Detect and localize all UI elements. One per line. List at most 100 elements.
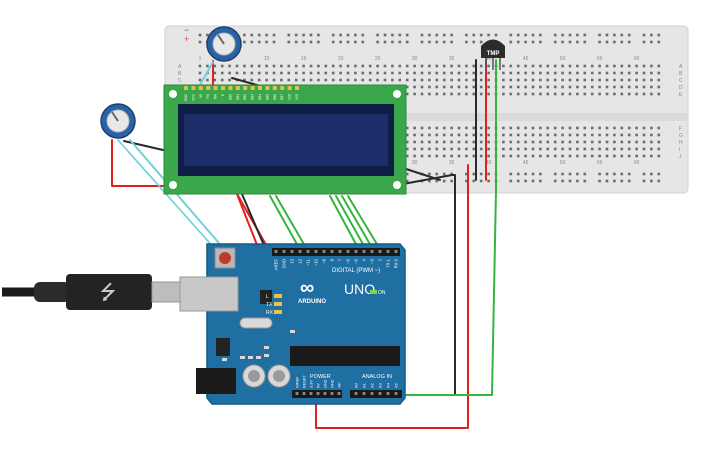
breadboard-hole bbox=[516, 179, 520, 183]
breadboard-hole bbox=[502, 85, 505, 89]
breadboard-hole bbox=[657, 92, 661, 96]
breadboard-hole bbox=[650, 172, 653, 176]
breadboard-hole bbox=[568, 147, 572, 151]
breadboard-hole bbox=[287, 64, 291, 68]
breadboard-hole bbox=[442, 179, 446, 183]
breadboard-hole bbox=[228, 71, 231, 75]
usb-cable[interactable]: ⭍ bbox=[2, 274, 183, 310]
row-letter: B bbox=[178, 71, 182, 77]
breadboard-hole bbox=[398, 78, 402, 82]
breadboard-hole bbox=[583, 147, 587, 151]
breadboard-hole bbox=[576, 147, 579, 151]
breadboard-hole bbox=[450, 147, 453, 151]
wire-green-2[interactable] bbox=[275, 195, 306, 247]
wire-black-lcd-rail[interactable] bbox=[402, 167, 441, 181]
column-number: 50 bbox=[560, 160, 566, 166]
arduino-power-jack[interactable] bbox=[196, 368, 236, 394]
wire-green-6[interactable] bbox=[347, 195, 379, 247]
usb-plug-body bbox=[66, 274, 152, 310]
breadboard-hole bbox=[605, 92, 609, 96]
wire-black-gnd-breadboard[interactable] bbox=[402, 174, 456, 396]
breadboard-hole bbox=[487, 172, 490, 176]
breadboard-hole bbox=[561, 71, 564, 75]
breadboard-hole bbox=[354, 71, 357, 75]
breadboard-hole bbox=[339, 33, 342, 37]
wire-red-pot-left[interactable] bbox=[111, 139, 164, 187]
breadboard-hole bbox=[509, 179, 513, 183]
arduino-usb-port[interactable] bbox=[179, 276, 239, 312]
breadboard-hole bbox=[598, 33, 601, 37]
usb-connector bbox=[151, 281, 183, 303]
breadboard-hole bbox=[413, 126, 416, 130]
wire-green-4[interactable] bbox=[335, 195, 365, 247]
wire-green-tmp-a0[interactable] bbox=[404, 59, 497, 396]
wire-green-5[interactable] bbox=[341, 195, 372, 247]
breadboard-hole bbox=[516, 172, 520, 176]
breadboard-hole bbox=[398, 40, 402, 44]
potentiometer-left[interactable] bbox=[100, 103, 136, 139]
breadboard-hole bbox=[479, 64, 483, 68]
breadboard-hole bbox=[524, 172, 527, 176]
breadboard-hole bbox=[487, 71, 490, 75]
power-pin-label: IOREF bbox=[296, 376, 300, 388]
breadboard-hole bbox=[598, 147, 601, 151]
breadboard-hole bbox=[346, 71, 350, 75]
arduino-analog-header[interactable] bbox=[350, 390, 402, 398]
breadboard-hole bbox=[317, 40, 320, 44]
breadboard-hole bbox=[198, 71, 202, 75]
wire-black-pot-left[interactable] bbox=[123, 140, 164, 151]
lcd-pin-label: VCC bbox=[191, 93, 195, 100]
breadboard-hole bbox=[650, 92, 653, 96]
breadboard-hole bbox=[198, 64, 202, 68]
arduino-digital-header[interactable] bbox=[272, 248, 400, 256]
lcd-pin-label: DB7 bbox=[280, 94, 284, 100]
power-pin-label: GND bbox=[331, 379, 335, 388]
wire-green-3[interactable] bbox=[329, 195, 358, 247]
digital-pin-socket bbox=[338, 250, 342, 253]
column-number: 60 bbox=[634, 56, 640, 62]
breadboard-hole bbox=[568, 154, 572, 158]
power-pin-socket bbox=[309, 392, 313, 395]
column-number: 25 bbox=[375, 56, 381, 62]
potentiometer-top[interactable] bbox=[206, 26, 242, 62]
wire-green-1[interactable] bbox=[269, 195, 299, 247]
breadboard-hole bbox=[405, 33, 409, 37]
digital-pin-socket bbox=[362, 250, 366, 253]
column-number: 50 bbox=[560, 56, 566, 62]
breadboard-hole bbox=[650, 140, 653, 144]
breadboard-hole bbox=[657, 154, 661, 158]
lcd-mount-hole bbox=[169, 90, 177, 98]
breadboard-hole bbox=[576, 92, 579, 96]
breadboard-hole bbox=[420, 133, 424, 137]
breadboard-hole bbox=[413, 92, 416, 96]
breadboard-hole bbox=[472, 33, 476, 37]
arduino-capacitor-top bbox=[248, 370, 260, 382]
breadboard-hole bbox=[620, 33, 624, 37]
breadboard-hole bbox=[428, 92, 431, 96]
breadboard-hole bbox=[531, 147, 535, 151]
breadboard-hole bbox=[428, 133, 431, 137]
breadboard-hole bbox=[546, 133, 550, 137]
breadboard-hole bbox=[509, 126, 513, 130]
digital-pin-socket bbox=[306, 250, 310, 253]
breadboard-hole bbox=[598, 179, 601, 183]
breadboard-hole bbox=[627, 85, 631, 89]
wire-cyan-pot-top[interactable] bbox=[199, 61, 214, 86]
breadboard-hole bbox=[531, 126, 535, 130]
usb-icon: ⭍ bbox=[100, 282, 117, 304]
breadboard-hole bbox=[613, 126, 616, 130]
temperature-sensor[interactable]: TMP bbox=[481, 39, 505, 71]
row-letter: G bbox=[679, 133, 683, 139]
breadboard-hole bbox=[509, 140, 513, 144]
breadboard-hole bbox=[428, 33, 431, 37]
arduino-reset-button[interactable] bbox=[219, 252, 231, 264]
digital-pin-label: RX 0 bbox=[394, 258, 399, 268]
breadboard-hole bbox=[302, 33, 305, 37]
breadboard-hole bbox=[435, 147, 439, 151]
pot-indicator bbox=[111, 111, 119, 122]
breadboard-hole bbox=[243, 40, 246, 44]
breadboard-hole bbox=[605, 140, 609, 144]
